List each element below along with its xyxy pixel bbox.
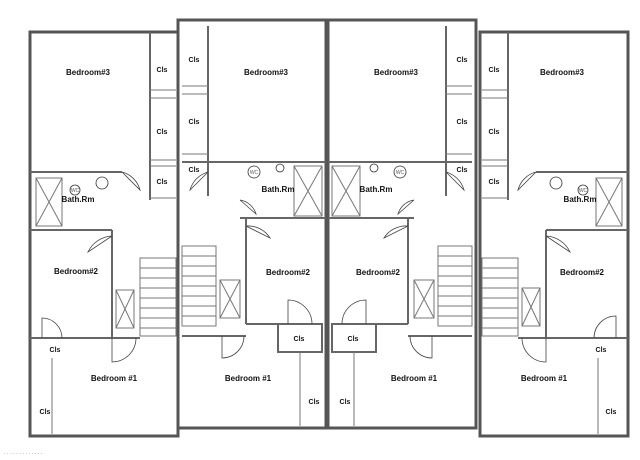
bedroom2-label-4: Bedroom#2 xyxy=(560,268,605,277)
closet-label-4d: Cls xyxy=(596,347,607,354)
wc-label-3: WC xyxy=(396,170,405,176)
bath-label-1: Bath.Rm xyxy=(62,195,95,204)
bath-label-3: Bath.Rm xyxy=(360,185,393,194)
closet-label-1b: Cls xyxy=(157,129,168,136)
closet-label-4b: Cls xyxy=(489,129,500,136)
closet-label-3a: Cls xyxy=(457,57,468,64)
unit-2 xyxy=(176,18,328,430)
closet-label-4e: Cls xyxy=(606,409,617,416)
bedroom1-label-2: Bedroom #1 xyxy=(225,374,272,383)
bedroom2-label-3: Bedroom#2 xyxy=(356,268,401,277)
closet-label-2c: Cls xyxy=(189,167,200,174)
wc-label-2: WC xyxy=(250,170,259,176)
closet-label-1e: Cls xyxy=(40,409,51,416)
bedroom3-label-2: Bedroom#3 xyxy=(244,68,289,77)
closet-label-1c: Cls xyxy=(157,179,168,186)
closet-label-2b: Cls xyxy=(189,119,200,126)
bedroom3-label-4: Bedroom#3 xyxy=(540,68,585,77)
bedroom2-label-1: Bedroom#2 xyxy=(54,267,99,276)
unit-3 xyxy=(326,18,478,430)
bedroom1-label-3: Bedroom #1 xyxy=(391,374,438,383)
closet-label-2d: Cls xyxy=(294,336,305,343)
bedroom3-label-1: Bedroom#3 xyxy=(66,68,111,77)
bedroom1-label-1: Bedroom #1 xyxy=(91,374,138,383)
wc-label-1: WC xyxy=(71,188,80,194)
bedroom2-label-2: Bedroom#2 xyxy=(266,268,311,277)
closet-label-2e: Cls xyxy=(309,399,320,406)
footnote: · · · · · · · · · · · · · xyxy=(4,451,43,457)
unit-1 xyxy=(28,30,180,438)
closet-label-3c: Cls xyxy=(457,167,468,174)
wc-label-4: WC xyxy=(579,188,588,194)
bath-label-2: Bath.Rm xyxy=(262,185,295,194)
closet-label-3e: Cls xyxy=(340,399,351,406)
closet-label-1a: Cls xyxy=(157,67,168,74)
bath-label-4: Bath.Rm xyxy=(564,195,597,204)
closet-label-3b: Cls xyxy=(457,119,468,126)
bedroom3-label-3: Bedroom#3 xyxy=(374,68,419,77)
closet-label-4c: Cls xyxy=(489,179,500,186)
closet-label-3d: Cls xyxy=(348,336,359,343)
closet-label-4a: Cls xyxy=(489,67,500,74)
closet-label-1d: Cls xyxy=(50,347,61,354)
unit-4 xyxy=(478,30,630,438)
closet-label-2a: Cls xyxy=(189,57,200,64)
bedroom1-label-4: Bedroom #1 xyxy=(521,374,568,383)
